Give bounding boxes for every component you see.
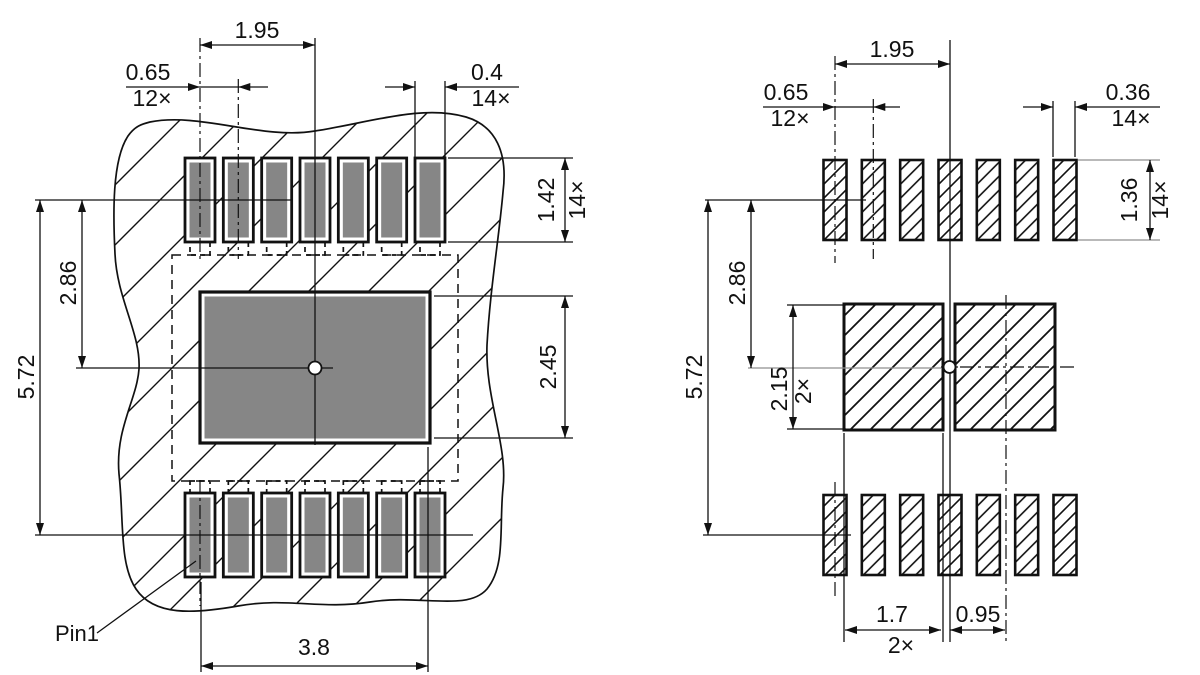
dim-thermal-aperture-width: 1.7 2× bbox=[845, 601, 941, 658]
dim-label: 2.86 bbox=[724, 261, 750, 306]
pin1-callout: Pin1 bbox=[55, 560, 197, 646]
dim-label: 5.72 bbox=[13, 355, 39, 400]
origin-marker bbox=[942, 360, 957, 374]
stencil-aperture bbox=[1052, 493, 1078, 577]
dim-label: 0.95 bbox=[956, 601, 1001, 627]
dim-label: 3.8 bbox=[298, 634, 330, 660]
dim-label: 2.86 bbox=[55, 261, 81, 306]
dim-count: 2× bbox=[790, 378, 816, 404]
dim-label: 0.65 bbox=[764, 79, 809, 105]
dim-label: 2.45 bbox=[535, 345, 561, 390]
origin-marker bbox=[307, 360, 323, 376]
stencil-aperture bbox=[975, 158, 1002, 242]
dim-aperture-width: 0.36 14× bbox=[1023, 79, 1160, 157]
dim-row-to-row: 5.72 bbox=[13, 200, 44, 535]
dim-pad-pitch: 0.65 12× bbox=[763, 79, 900, 131]
dim-label: 0.65 bbox=[126, 59, 171, 85]
dim-aperture-height: 1.36 14× bbox=[1116, 160, 1173, 240]
dim-label: 5.72 bbox=[681, 355, 707, 400]
dim-thermal-height: 2.45 bbox=[434, 295, 573, 439]
dim-label: 0.36 bbox=[1106, 79, 1151, 105]
stencil-aperture bbox=[860, 493, 887, 577]
dim-label: 1.36 bbox=[1116, 178, 1142, 223]
stencil-aperture bbox=[898, 493, 925, 577]
dim-label: 1.7 bbox=[876, 601, 908, 627]
dim-label: 1.95 bbox=[870, 36, 915, 62]
dim-thermal-width: 3.8 bbox=[200, 447, 429, 672]
dim-thermal-center-offset: 0.95 bbox=[950, 601, 1005, 634]
thermal-aperture-left bbox=[842, 302, 945, 432]
stencil-aperture bbox=[975, 493, 1002, 577]
dim-pad-pitch: 0.65 12× bbox=[126, 59, 268, 111]
dim-pad-span: 1.95 bbox=[835, 36, 950, 68]
reference-lines bbox=[35, 199, 473, 536]
dim-label: 0.4 bbox=[471, 59, 503, 85]
stencil-aperture bbox=[1052, 158, 1078, 242]
dim-count: 14× bbox=[1111, 105, 1150, 131]
dim-label: 1.42 bbox=[533, 178, 559, 223]
pin1-label: Pin1 bbox=[55, 621, 99, 646]
dim-count: 12× bbox=[770, 105, 809, 131]
dim-label: 1.95 bbox=[235, 17, 280, 43]
dim-row-to-row: 5.72 bbox=[681, 200, 712, 535]
pad-centerlines bbox=[199, 38, 239, 606]
pad bbox=[375, 156, 409, 244]
right-view-stencil-pattern: 1.95 0.65 12× 0.36 14× 1.36 14× 2.86 bbox=[681, 36, 1173, 658]
extension-lines bbox=[843, 433, 944, 642]
dim-count: 14× bbox=[564, 180, 590, 219]
dim-count: 14× bbox=[1147, 180, 1173, 219]
stencil-aperture bbox=[1013, 158, 1040, 242]
dim-label: 2.15 bbox=[766, 367, 792, 412]
dim-pad-span: 1.95 bbox=[200, 17, 315, 49]
dim-pad-width: 0.4 14× bbox=[385, 59, 519, 157]
pad bbox=[336, 156, 370, 244]
dim-center-to-row: 2.86 bbox=[55, 200, 86, 368]
dim-count: 12× bbox=[132, 85, 171, 111]
stencil-aperture bbox=[898, 158, 925, 242]
pad-centerlines bbox=[834, 56, 1078, 642]
reference-lines-gray bbox=[748, 159, 1160, 369]
dim-center-to-row: 2.86 bbox=[724, 200, 755, 368]
dim-thermal-aperture-height: 2.15 2× bbox=[766, 304, 846, 430]
left-view-land-pattern: 1.95 0.65 12× 0.4 14× 1.42 14× 2.45 bbox=[13, 17, 590, 672]
dim-count: 2× bbox=[888, 632, 914, 658]
dim-pad-height: 1.42 14× bbox=[448, 157, 590, 243]
stencil-aperture bbox=[1013, 493, 1040, 577]
dim-count: 14× bbox=[471, 85, 510, 111]
pad bbox=[413, 156, 447, 244]
